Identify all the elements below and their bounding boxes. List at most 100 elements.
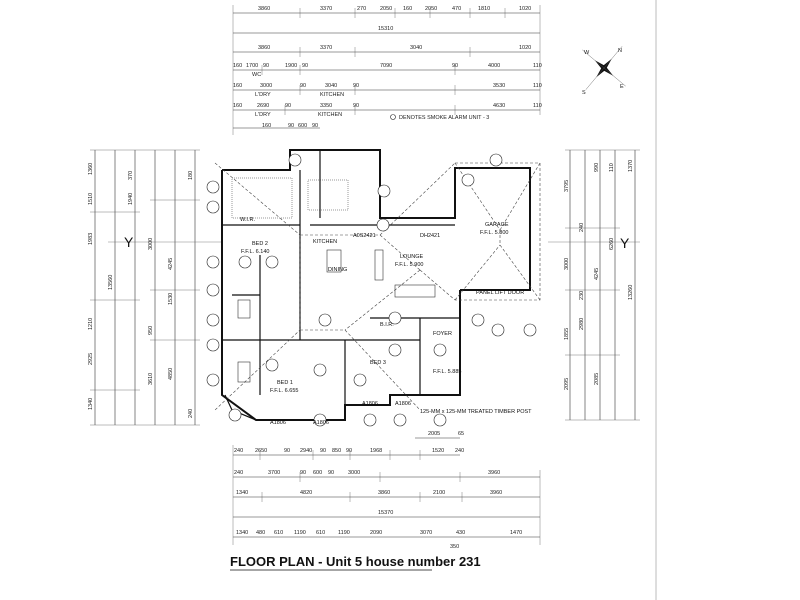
dim-bot-3-1: 240 xyxy=(234,470,243,476)
dim-top-1-5: 160 xyxy=(403,6,412,12)
dim-top-1-3: 270 xyxy=(357,6,366,12)
dim-right-8: 2085 xyxy=(594,373,600,385)
room-bed1: BED 1 xyxy=(277,380,293,386)
dim-bot-2-10: 240 xyxy=(455,448,464,454)
dim-left-3: 1983 xyxy=(88,233,94,245)
room-garage-ffl: F.F.L. 5.800 xyxy=(480,230,508,236)
dim-bot-6-4: 1190 xyxy=(294,530,306,536)
dim-bot-overall: 15370 xyxy=(378,510,393,516)
dim-top-4-4: 1900 xyxy=(285,63,297,69)
compass-s: S xyxy=(582,90,586,96)
room-foyer-ffl: F.F.L. 5.885 xyxy=(433,369,461,375)
dim-left-5: 1210 xyxy=(88,318,94,330)
building-outline xyxy=(214,149,541,421)
dim-top-6-6: 4630 xyxy=(493,103,505,109)
dim-bot-3-7: 3960 xyxy=(488,470,500,476)
dim-top-7-3: 600 xyxy=(298,123,307,129)
dim-top-5-1: 160 xyxy=(233,83,242,89)
dim-top-1-1: 3860 xyxy=(258,6,270,12)
dim-right-10: 2095 xyxy=(564,378,570,390)
dim-top-1-4: 2050 xyxy=(380,6,392,12)
dim-bot-2-1: 240 xyxy=(234,448,243,454)
dim-bot-7-1: 350 xyxy=(450,544,459,550)
dim-right-4: 6260 xyxy=(609,238,615,250)
room-garage: GARAGE xyxy=(485,222,509,228)
dim-top-4-7: 90 xyxy=(452,63,458,69)
top-dimension-texts: 3860 3370 270 2050 160 2050 470 1810 102… xyxy=(233,6,542,129)
dim-top-4-2: 1700 xyxy=(246,63,258,69)
compass-w: W xyxy=(584,50,590,56)
dim-top-4-1: 160 xyxy=(233,63,242,69)
dim-left-14: 1530 xyxy=(168,293,174,305)
garage-lift-door: PANEL LIFT DOOR xyxy=(476,290,524,296)
room-bed2-ffl: F.F.L. 6.140 xyxy=(241,249,269,255)
dim-bot-2-3: 90 xyxy=(284,448,290,454)
bottom-dimension-lines xyxy=(232,437,541,545)
dim-bot-4-2: 4820 xyxy=(300,490,312,496)
dim-top-6-5: 90 xyxy=(353,103,359,109)
dim-bot-6-6: 1190 xyxy=(338,530,350,536)
dim-top-7-2: 90 xyxy=(288,123,294,129)
window-f: A1806 xyxy=(395,401,411,407)
dim-right-5: 1370 xyxy=(628,160,634,172)
dim-top-1-2: 3370 xyxy=(320,6,332,12)
dim-bot-6-1: 1340 xyxy=(236,530,248,536)
dim-top-5-6: 3530 xyxy=(493,83,505,89)
window-b: DH2421 xyxy=(420,233,440,239)
dim-bot-6-3: 610 xyxy=(274,530,283,536)
dim-right-1: 3795 xyxy=(564,180,570,192)
dim-bot-6-5: 610 xyxy=(316,530,325,536)
legend-text: DENOTES SMOKE ALARM UNIT - 3 xyxy=(399,115,489,121)
dim-top-7-4: 90 xyxy=(312,123,318,129)
dim-bot-1-1: 2005 xyxy=(428,431,440,437)
dim-top-3-1: 3860 xyxy=(258,45,270,51)
dim-top-4-6: 7090 xyxy=(380,63,392,69)
dim-top-1-6: 2050 xyxy=(425,6,437,12)
dim-top-label-kitchen: KITCHEN xyxy=(320,92,344,98)
dim-top-4-8: 4000 xyxy=(488,63,500,69)
dim-left-7: 1340 xyxy=(88,398,94,410)
dim-top-7-1: 160 xyxy=(262,123,271,129)
dim-bot-6-9: 430 xyxy=(456,530,465,536)
dim-left-9: 1940 xyxy=(128,193,134,205)
dim-right-11: 13260 xyxy=(628,285,634,300)
top-dimension-lines xyxy=(232,5,541,135)
dim-bot-4-3: 3860 xyxy=(378,490,390,496)
dim-left-11: 950 xyxy=(148,326,154,335)
dim-right-3: 990 xyxy=(594,163,600,172)
dim-top-5-3: 90 xyxy=(300,83,306,89)
dim-bot-2-2: 2650 xyxy=(255,448,267,454)
dim-top-4-9: 110 xyxy=(533,63,542,69)
dim-top-6-2: 2690 xyxy=(257,103,269,109)
compass-e: E xyxy=(620,84,624,90)
room-lounge: LOUNGE xyxy=(400,254,424,260)
dim-top-label-wc: WC xyxy=(252,72,261,78)
dim-bot-4-5: 3960 xyxy=(490,490,502,496)
dim-left-4: 13560 xyxy=(108,275,114,290)
right-dimension-lines xyxy=(548,149,640,421)
room-lounge-ffl: F.F.L. 5.900 xyxy=(395,262,423,268)
dim-right-12: 4245 xyxy=(594,268,600,280)
dim-top-6-3: 90 xyxy=(285,103,291,109)
left-dimension-lines xyxy=(90,149,222,426)
grid-mark-right: Y xyxy=(620,235,630,251)
dim-top-6-7: 110 xyxy=(533,103,542,109)
dim-top-overall: 15310 xyxy=(378,26,393,32)
room-wir: W.I.R. xyxy=(240,217,255,223)
dim-top-5-4: 3040 xyxy=(325,83,337,89)
dim-left-6: 2925 xyxy=(88,353,94,365)
dim-top-3-3: 3040 xyxy=(410,45,422,51)
dim-top-6-1: 160 xyxy=(233,103,242,109)
dim-bot-3-6: 3000 xyxy=(348,470,360,476)
room-kitchen: KITCHEN xyxy=(313,239,337,245)
room-labels: GARAGE F.F.L. 5.800 BED 2 F.F.L. 6.140 B… xyxy=(240,217,532,426)
dim-bot-2-7: 90 xyxy=(346,448,352,454)
dim-left-15: 4850 xyxy=(168,368,174,380)
dim-top-label-ldry-2: L'DRY xyxy=(255,112,271,118)
dim-left-2: 1510 xyxy=(88,193,94,205)
room-bed2: BED 2 xyxy=(252,241,268,247)
dim-left-8: 370 xyxy=(128,171,134,180)
section-markers xyxy=(206,153,537,427)
dim-bot-4-1: 1340 xyxy=(236,490,248,496)
